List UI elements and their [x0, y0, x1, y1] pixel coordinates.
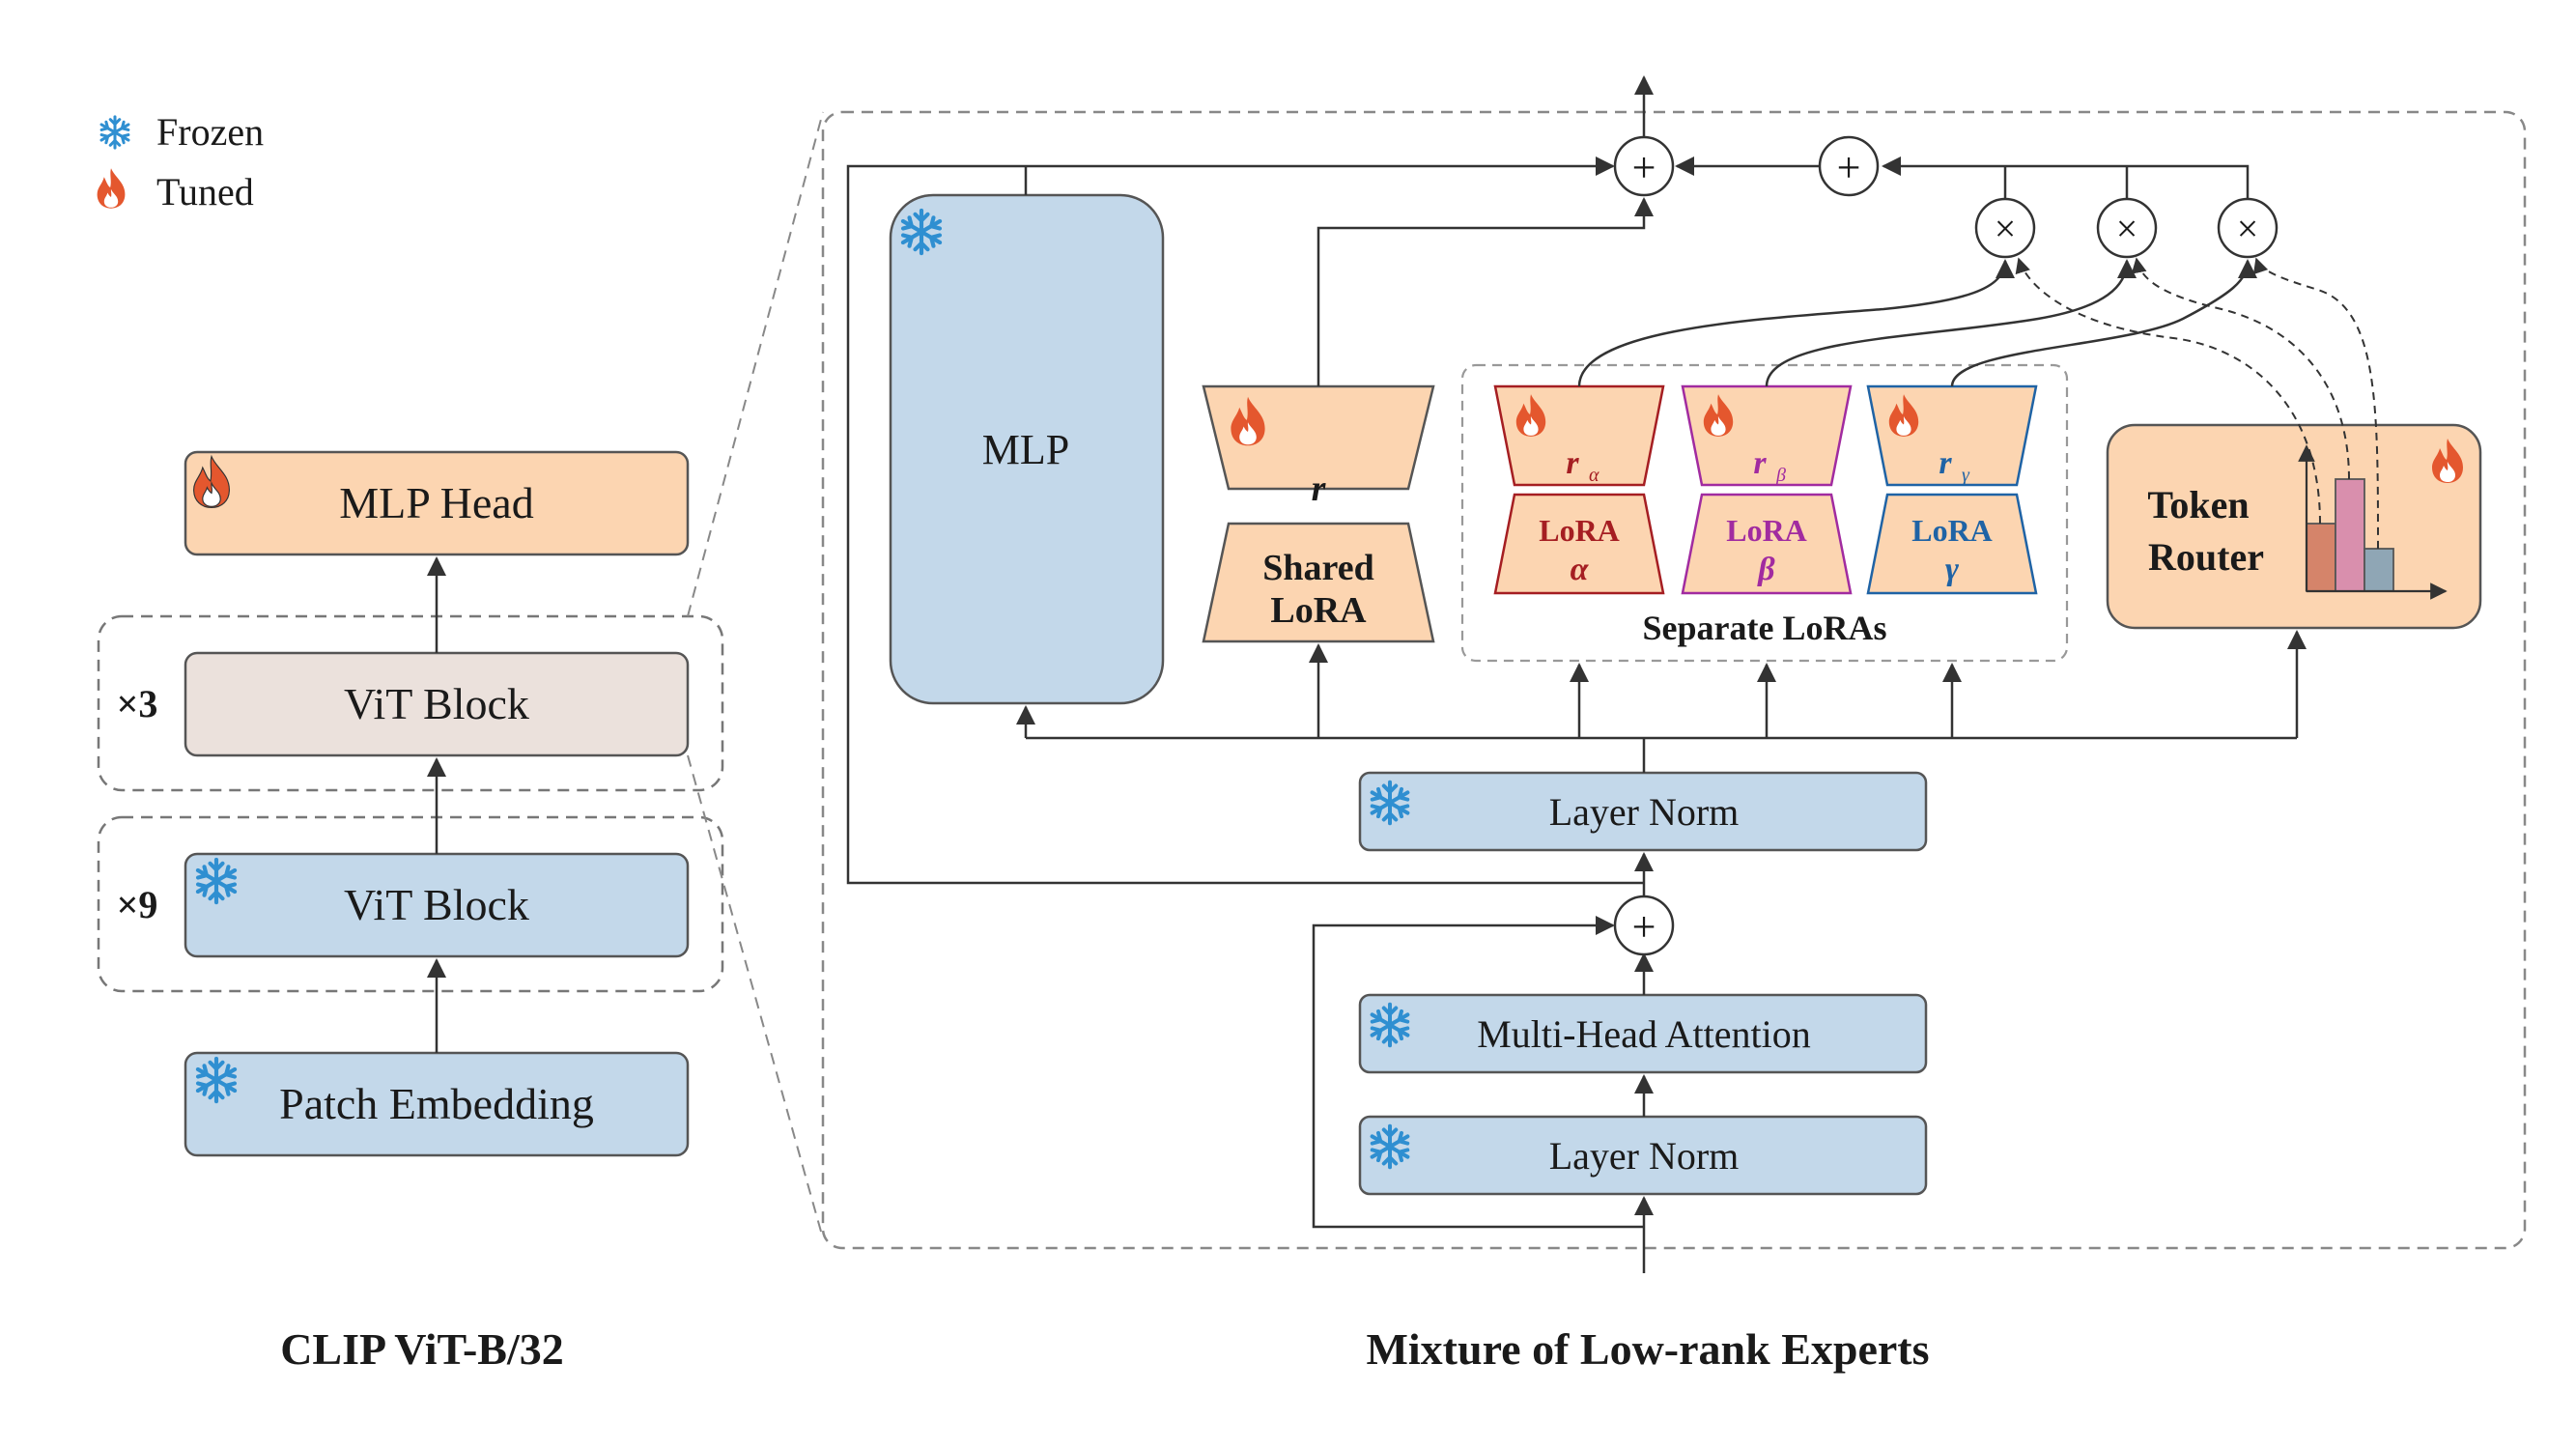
shared-lora-output	[1316, 197, 1654, 386]
separate-loras-label: Separate LoRAs	[1643, 609, 1887, 647]
patch-embedding-label: Patch Embedding	[279, 1079, 594, 1128]
token-router-box	[2106, 423, 2482, 630]
legend-frozen-label: Frozen	[156, 110, 264, 154]
expert-alpha-rank: r	[1566, 445, 1579, 481]
plus-node-icon	[1818, 135, 1880, 197]
left-panel-text: MLP Head ViT Block ViT Block Patch Embed…	[117, 478, 594, 1374]
expert-beta-lora: LoRA	[1726, 513, 1807, 548]
expert-beta-greek: β	[1756, 552, 1775, 587]
router-histogram	[2298, 444, 2448, 600]
shared-lora-up	[1202, 522, 1435, 643]
zoom-line	[687, 111, 824, 617]
vit-block-frozen-label: ViT Block	[344, 880, 529, 929]
times-merge-line	[1882, 156, 2250, 199]
plus-symbol: +	[1632, 903, 1656, 951]
expert-gamma-labels: r γ LoRA γ	[1911, 445, 1993, 587]
shared-lora-down	[1202, 384, 1435, 491]
mlp-label: MLP	[982, 426, 1069, 473]
repeat-x3-label: ×3	[117, 682, 158, 725]
legend-tuned-label: Tuned	[156, 170, 254, 213]
expert-gamma-rank: r	[1939, 445, 1952, 481]
times-node-icon	[2096, 197, 2158, 259]
layer-norm-top-label: Layer Norm	[1549, 790, 1740, 834]
expert-beta-down	[1681, 384, 1853, 487]
group-frozen-x9	[97, 815, 724, 993]
token-router-line2: Router	[2148, 535, 2264, 579]
repeat-x9-label: ×9	[117, 883, 158, 926]
expert-alpha-lora: LoRA	[1539, 513, 1620, 548]
multi-head-attention-label: Multi-Head Attention	[1477, 1012, 1811, 1056]
expert-alpha-labels: r α LoRA α	[1539, 445, 1620, 587]
expert-gamma-to-times	[1950, 259, 2257, 387]
router-bar-beta	[2335, 478, 2365, 592]
expert-gamma-up	[1866, 493, 2038, 595]
expert-gamma-down	[1866, 384, 2038, 487]
residual-attention	[1312, 916, 1644, 1229]
times-node-icon	[1974, 197, 2036, 259]
expert-gamma-subscript: γ	[1962, 465, 1970, 486]
expert-alpha-down	[1493, 384, 1665, 487]
moe-frame	[821, 110, 2527, 1250]
legend: Frozen Tuned	[97, 110, 264, 213]
plus-node-icon	[1613, 895, 1675, 956]
plus-symbol: +	[1837, 144, 1861, 191]
plus-symbol: +	[1632, 144, 1656, 191]
expert-gamma-greek: γ	[1945, 552, 1960, 587]
expert-beta-subscript: β	[1775, 465, 1786, 486]
zoom-line	[687, 754, 824, 1239]
group-tuned-x3	[97, 614, 724, 792]
expert-alpha-up	[1493, 493, 1665, 595]
expert-alpha-subscript: α	[1589, 465, 1599, 486]
separate-loras-group	[1460, 363, 2069, 663]
operator-nodes	[1613, 135, 2279, 956]
right-panel-text: + + + × × × MLP r Shared LoRA r α LoRA α…	[982, 144, 2264, 1374]
expert-beta-rank: r	[1753, 445, 1767, 481]
flame-icon	[97, 168, 126, 209]
shared-lora-line1: Shared	[1262, 548, 1373, 588]
times-symbol: ×	[1995, 207, 2017, 250]
expert-beta-labels: r β LoRA β	[1726, 445, 1807, 587]
shared-rank-label: r	[1312, 469, 1327, 509]
expert-gamma-lora: LoRA	[1911, 513, 1993, 548]
router-weight-alpha	[2015, 257, 2321, 525]
times-node-icon	[2217, 197, 2279, 259]
expert-beta-to-times	[1765, 259, 2137, 387]
mlp-head-label: MLP Head	[339, 478, 533, 527]
times-symbol: ×	[2237, 207, 2259, 250]
shared-lora-line2: LoRA	[1270, 590, 1367, 631]
layer-norm-bottom-label: Layer Norm	[1549, 1134, 1740, 1178]
mlp-head-box	[184, 450, 690, 556]
token-router-line1: Token	[2147, 483, 2249, 526]
residual-mlp	[846, 156, 1644, 885]
router-bar-alpha	[2306, 523, 2336, 592]
expert-beta-up	[1681, 493, 1853, 595]
plus-node-icon	[1613, 135, 1675, 197]
snowflake-icon	[99, 115, 130, 150]
router-weight-beta	[2131, 257, 2350, 480]
right-caption: Mixture of Low-rank Experts	[1366, 1324, 1929, 1374]
left-caption: CLIP ViT-B/32	[280, 1324, 564, 1374]
router-weight-gamma	[2252, 257, 2379, 550]
expert-alpha-greek: α	[1571, 552, 1590, 587]
connections	[846, 75, 2379, 1273]
expert-alpha-to-times	[1577, 259, 2015, 387]
right-panel	[821, 75, 2527, 1273]
times-symbol: ×	[2116, 207, 2138, 250]
vit-block-tuned-label: ViT Block	[344, 679, 529, 728]
router-bar-gamma	[2364, 548, 2394, 592]
left-panel	[97, 111, 824, 1239]
